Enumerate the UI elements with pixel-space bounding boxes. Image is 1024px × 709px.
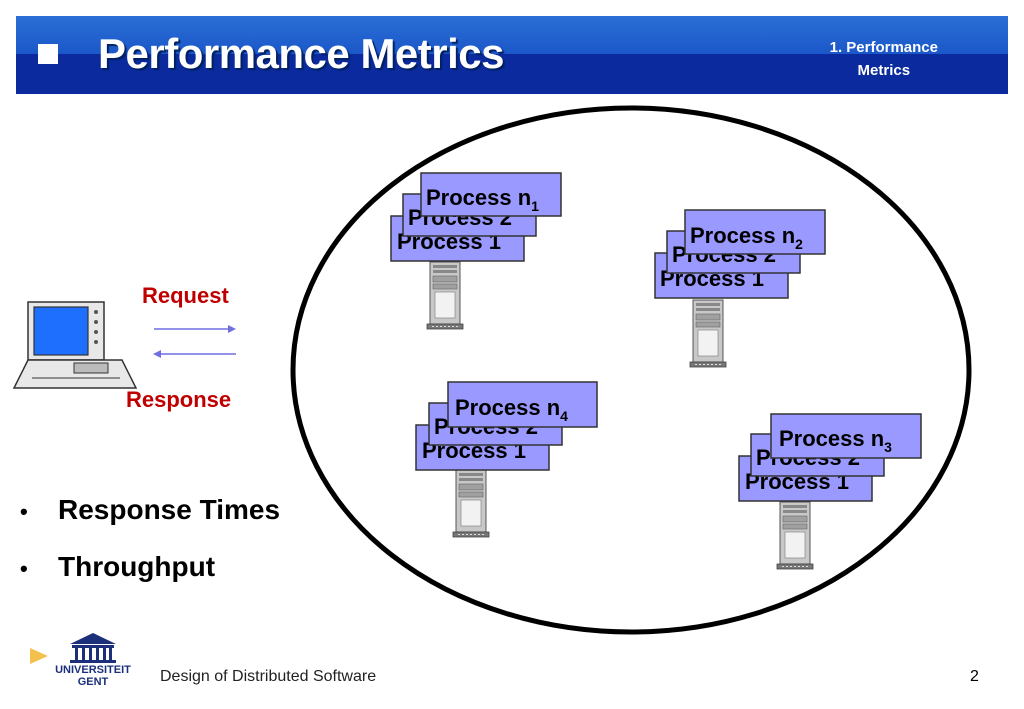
server-icon — [452, 469, 490, 538]
square-bullet-icon — [38, 44, 58, 64]
bullet-dot: • — [20, 555, 28, 581]
server-cluster-3: Process 1 Process 2 Process n4 — [415, 381, 598, 538]
logo-line-2: GENT — [77, 676, 109, 688]
request-arrow — [154, 325, 236, 333]
slide-title: Performance Metrics — [98, 30, 505, 77]
server-cluster-2: Process 1 Process 2 Process n2 — [654, 209, 826, 368]
process-label-top: Process n1 — [426, 185, 539, 214]
title-bar-stripe — [16, 54, 1008, 94]
server-cluster-1: Process 1 Process 2 Process n1 — [390, 172, 562, 330]
logo-line-1: UNIVERSITEIT — [55, 664, 131, 676]
server-icon — [776, 501, 814, 570]
bullet-response-times: • Response Times — [20, 494, 280, 526]
process-label-top: Process n4 — [455, 395, 568, 424]
system-boundary-ellipse — [290, 105, 972, 635]
request-label: Request — [142, 283, 229, 308]
footer-arrow-icon — [30, 648, 48, 664]
section-line-1: 1. Performance — [829, 39, 938, 56]
section-line-2: Metrics — [857, 62, 911, 79]
bullet-dot: • — [20, 498, 28, 524]
server-icon — [689, 299, 727, 368]
page-number: 2 — [970, 668, 979, 685]
university-logo-text: UNIVERSITEIT GENT — [50, 664, 136, 688]
title-bar: Performance Metrics 1. Performance Metri… — [16, 16, 1008, 94]
response-arrow — [153, 350, 236, 358]
process-label-top: Process n3 — [779, 426, 892, 455]
section-indicator: 1. Performance Metrics — [830, 36, 938, 82]
server-cluster-4: Process 1 Process 2 Process n3 — [738, 413, 922, 570]
bullet-text: Throughput — [58, 551, 216, 582]
client-computer-icon — [12, 301, 138, 389]
bullet-text: Response Times — [58, 494, 281, 525]
server-icon — [426, 261, 464, 330]
response-label: Response — [126, 387, 232, 412]
bullet-throughput: • Throughput — [20, 551, 215, 583]
university-logo-icon — [70, 633, 116, 663]
process-label-top: Process n2 — [690, 223, 803, 252]
footer-course-title: Design of Distributed Software — [160, 668, 377, 685]
